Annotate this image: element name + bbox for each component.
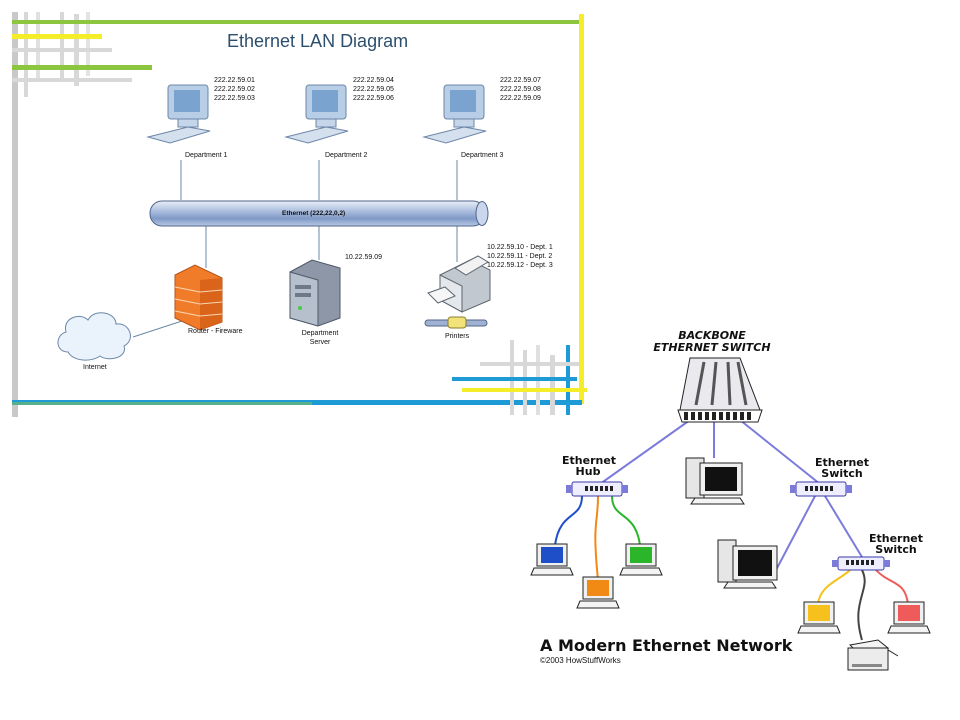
frame-stripe xyxy=(12,78,132,82)
frame-yellow-line xyxy=(462,388,587,392)
frame-stripe xyxy=(480,362,580,366)
blue-computer-icon xyxy=(530,543,574,576)
backbone-label: Ethernet (222,22,0,2) xyxy=(282,210,346,217)
cable-green xyxy=(611,495,641,546)
cable-gray xyxy=(857,569,866,641)
cable-red xyxy=(875,569,909,605)
backbone-switch-icon xyxy=(677,357,763,423)
frame-green-line xyxy=(12,402,312,405)
frame-green-line xyxy=(12,65,152,70)
frame-yellow-line xyxy=(12,34,102,39)
cable-yellow xyxy=(817,569,851,605)
red-computer-icon xyxy=(887,601,931,634)
orange-computer-icon xyxy=(576,576,620,609)
frame-stripe xyxy=(12,12,18,417)
frame-stripe xyxy=(550,355,555,415)
department-2-label: Department 2 xyxy=(325,152,368,159)
modern-network-title: A Modern Ethernet Network xyxy=(540,636,793,655)
network-links xyxy=(599,419,863,573)
yellow-computer-icon xyxy=(797,601,841,634)
ethernet-backbone xyxy=(149,200,489,227)
frame-stripe xyxy=(60,12,64,82)
frame-stripe xyxy=(24,12,28,97)
connection-line xyxy=(132,319,186,338)
cable-blue xyxy=(554,495,583,546)
copyright-text: ©2003 HowStuffWorks xyxy=(540,656,621,665)
green-computer-icon xyxy=(619,543,663,576)
server-ip-label: 10.22.59.09 xyxy=(345,254,382,261)
ethernet-switch-icon xyxy=(832,556,890,571)
frame-blue-line xyxy=(452,377,577,381)
ethernet-hub-icon xyxy=(566,481,628,497)
desktop-computer-icon xyxy=(717,539,778,589)
printer-icon xyxy=(424,255,491,329)
firewall-icon xyxy=(174,264,223,331)
internet-cloud-icon xyxy=(57,312,131,361)
router-firewall-label: Router - Fireware xyxy=(188,328,243,335)
frame-stripe xyxy=(523,350,527,415)
ethernet-switch-icon xyxy=(790,481,852,497)
network-printer-icon xyxy=(847,639,899,671)
frame-yellow-border xyxy=(579,14,584,404)
department-1-label: Department 1 xyxy=(185,152,228,159)
frame-stripe xyxy=(36,12,40,82)
workstation-icon xyxy=(284,84,349,144)
internet-label: Internet xyxy=(83,364,107,371)
frame-green-line xyxy=(12,20,582,24)
lan-title: Ethernet LAN Diagram xyxy=(227,31,409,51)
department-3-label: Department 3 xyxy=(461,152,504,159)
frame-stripe xyxy=(86,12,90,76)
cable-orange xyxy=(594,495,599,581)
workstation-icon xyxy=(146,84,211,144)
server-icon xyxy=(289,259,341,327)
frame-stripe xyxy=(12,48,112,52)
desktop-computer-icon xyxy=(685,457,745,505)
workstation-icon xyxy=(422,84,487,144)
printers-label: Printers xyxy=(445,333,470,340)
